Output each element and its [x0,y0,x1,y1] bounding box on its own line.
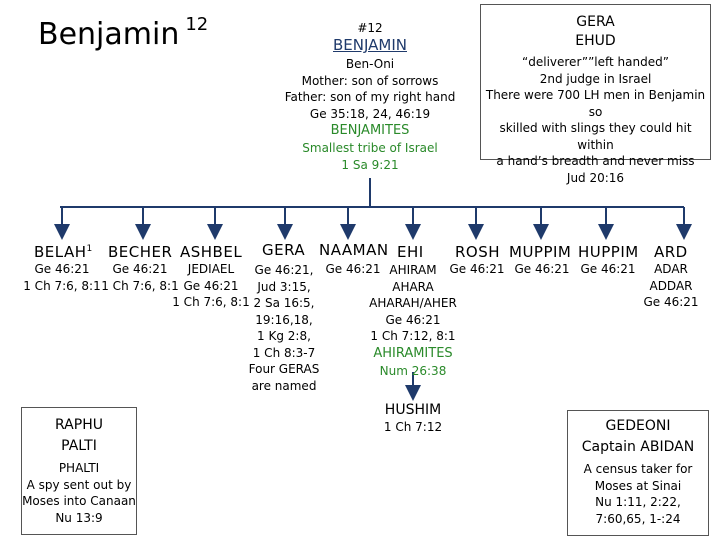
benjamites-label: BENJAMITES [330,123,410,138]
raphu-line: PHALTI [58,461,100,475]
rosh-refs: Ge 46:21 [449,262,505,276]
ashbel-name: ASHBEL [180,243,243,261]
benjamin-line: Father: son of my right hand [284,90,456,104]
gedeoni-box: GEDEONI Captain ABIDAN A census taker fo… [567,410,709,536]
abidan-title: Captain ABIDAN [581,439,695,455]
gedeoni-line: 7:60,65, 1-:24 [595,511,681,526]
raphu-line: Moses into Canaan [22,494,136,508]
belah-name: BELAH1 [34,243,93,261]
gedeoni-line: Nu 1:11, 2:22, [595,495,681,509]
palti-title: PALTI [61,438,97,454]
muppim-name: MUPPIM [509,243,572,261]
naaman-refs: Ge 46:21 [325,262,381,276]
gera-ehud-box: GERA EHUD “deliverer””left handed” 2nd j… [480,4,711,185]
huppim-name: HUPPIM [578,243,639,261]
ahiramites-label: AHIRAMITES [373,345,453,361]
hushim-name: HUSHIM [384,402,442,418]
gedeoni-line: A census taker for [583,462,693,476]
gera-box-line: skilled with slings they could hit withi… [499,121,692,152]
rosh-name: ROSH [455,243,501,261]
benjamin-name: BENJAMIN [333,36,407,54]
title-number: 12 [185,14,209,35]
muppim-refs: Ge 46:21 [514,262,570,276]
gedeoni-title: GEDEONI [605,418,671,434]
raphu-title: RAPHU [55,417,103,433]
becher-name: BECHER [108,243,173,261]
benjamin-block: #12 BENJAMIN Ben-Oni Mother: son of sorr… [270,20,470,173]
title-name: Benjamin [38,17,180,52]
naaman-name: NAAMAN [319,241,389,259]
raphu-palti-box: RAPHU PALTI PHALTI A spy sent out by Mos… [21,407,137,535]
gera-refs: Ge 46:21,Jud 3:15,2 Sa 16:5,19:16,18, 1 … [248,263,320,393]
smallest-tribe-ref: 1 Sa 9:21 [341,157,399,172]
hushim-block: HUSHIM 1 Ch 7:12 [370,401,456,436]
huppim-refs: Ge 46:21 [580,262,636,276]
gera-box-line: Jud 20:16 [566,170,625,185]
gera-name: GERA [262,241,306,259]
gera-box-line: “deliverer””left handed” [522,55,669,69]
gera-box-line: 2nd judge in Israel [539,71,652,86]
raphu-line: A spy sent out by [26,477,132,492]
ard-name: ARD [654,243,688,261]
benjamin-line: Ge 35:18, 24, 46:19 [309,106,431,121]
smallest-tribe-note: Smallest tribe of Israel [302,141,438,155]
raphu-line: Nu 13:9 [55,510,103,525]
ehi-name: EHI [397,243,424,261]
ehud-box-title: EHUD [575,33,616,49]
benjamin-line: Ben-Oni [345,57,395,71]
ahiramites-ref: Num 26:38 [379,363,447,378]
hushim-ref: 1 Ch 7:12 [383,420,443,434]
gera-box-line: a hand’s breadth and never miss [496,154,695,168]
benjamin-number: #12 [357,21,383,35]
gedeoni-line: Moses at Sinai [594,478,682,493]
benjamin-line: Mother: son of sorrows [301,73,439,88]
gera-box-title: GERA [576,14,615,30]
gera-box-line: There were 700 LH men in Benjamin so [485,88,706,119]
